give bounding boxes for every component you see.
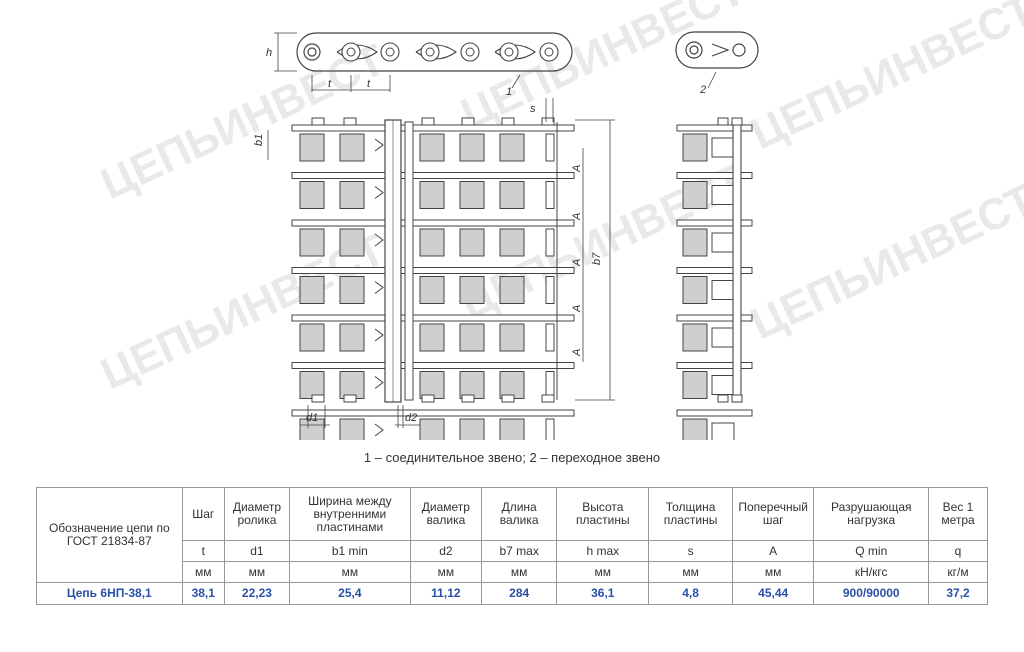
header-weight: Вес 1 метра <box>928 487 988 541</box>
unit-cell: мм <box>409 561 482 583</box>
transition-link-view <box>675 31 759 89</box>
symbol-cell: Q min <box>813 540 930 562</box>
chain-side-view <box>274 32 573 92</box>
value-cell: 4,8 <box>648 582 733 605</box>
symbol-cell: h max <box>556 540 650 562</box>
header-plate-thickness: Толщина пластины <box>648 487 733 541</box>
dim-t-label: t <box>328 78 332 90</box>
symbol-cell: q <box>928 540 988 562</box>
unit-cell: мм <box>731 561 815 583</box>
value-cell: 284 <box>480 582 558 605</box>
header-pin-diameter: Диаметр валика <box>409 487 482 541</box>
symbol-cell: d1 <box>223 540 290 562</box>
watermark-text: ЦЕПЬИНВЕСТ <box>744 0 1024 159</box>
chain-designation-link[interactable]: Цепь 6НП-38,1 <box>36 582 183 605</box>
header-inner-width: Ширина между внутренними пластинами <box>288 487 411 541</box>
dim-A-label: A <box>571 349 583 357</box>
value-cell: 45,44 <box>731 582 815 605</box>
value-cell: 11,12 <box>409 582 482 605</box>
value-cell: 37,2 <box>928 582 988 605</box>
dim-b1-label: b1 <box>253 134 265 146</box>
plan-dimensions <box>267 98 615 428</box>
dim-A-label: A <box>571 305 583 313</box>
watermark-text: ЦЕПЬИНВЕСТ <box>454 0 753 139</box>
header-designation: Обозначение цепи по ГОСТ 21834-87 <box>36 487 183 583</box>
callout-1-label: 1 <box>506 86 512 98</box>
header-pitch: Шаг <box>181 487 225 541</box>
dim-d1-label: d1 <box>306 412 318 424</box>
header-breaking-load: Разрушающая нагрузка <box>813 487 930 541</box>
callout-2-label: 2 <box>699 84 706 96</box>
symbol-cell: s <box>648 540 733 562</box>
watermark-text: ЦЕПЬИНВЕСТ <box>454 155 753 329</box>
symbol-cell: A <box>731 540 815 562</box>
value-cell: 36,1 <box>556 582 650 605</box>
value-cell: 900/90000 <box>813 582 930 605</box>
chain-plan-view <box>291 117 575 440</box>
header-transverse-pitch: Поперечный шаг <box>731 487 815 541</box>
unit-cell: мм <box>181 561 225 583</box>
dim-b7-label: b7 <box>591 252 603 265</box>
spec-table: Обозначение цепи по ГОСТ 21834-87 Шаг Ди… <box>36 487 988 605</box>
transition-plan-view <box>676 117 753 440</box>
unit-cell: кН/кгс <box>813 561 930 583</box>
symbol-cell: d2 <box>409 540 482 562</box>
unit-cell: мм <box>556 561 650 583</box>
drawing-caption: 1 – соединительное звено; 2 – переходное… <box>363 450 661 465</box>
value-cell: 25,4 <box>288 582 411 605</box>
header-pin-length: Длина валика <box>480 487 558 541</box>
unit-cell: мм <box>223 561 290 583</box>
unit-cell: мм <box>480 561 558 583</box>
symbol-cell: b7 max <box>480 540 558 562</box>
chain-technical-drawing: ЦЕПЬИНВЕСТ ЦЕПЬИНВЕСТ ЦЕПЬИНВЕСТ ЦЕПЬИНВ… <box>94 0 1024 440</box>
dim-d2-label: d2 <box>405 412 417 424</box>
dim-h-label: h <box>266 47 272 59</box>
dim-A-label: A <box>571 165 583 173</box>
unit-cell: кг/м <box>928 561 988 583</box>
symbol-cell: b1 min <box>288 540 411 562</box>
value-cell: 22,23 <box>223 582 290 605</box>
dim-t-label-2: t <box>367 78 371 90</box>
table-header-row: Обозначение цепи по ГОСТ 21834-87 Шаг Ди… <box>36 487 988 583</box>
dim-s-label: s <box>530 103 536 115</box>
header-plate-height: Высота пластины <box>556 487 650 541</box>
header-roller-diameter: Диаметр ролика <box>223 487 290 541</box>
dim-A-label: A <box>571 213 583 221</box>
unit-cell: мм <box>288 561 411 583</box>
table-row: Цепь 6НП-38,1 38,1 22,23 25,4 11,12 284 … <box>36 582 988 605</box>
dim-A-label: A <box>571 259 583 267</box>
value-cell: 38,1 <box>181 582 225 605</box>
unit-cell: мм <box>648 561 733 583</box>
watermark-text: ЦЕПЬИНВЕСТ <box>744 175 1024 349</box>
watermark-group: ЦЕПЬИНВЕСТ ЦЕПЬИНВЕСТ ЦЕПЬИНВЕСТ ЦЕПЬИНВ… <box>94 0 1024 399</box>
symbol-cell: t <box>181 540 225 562</box>
